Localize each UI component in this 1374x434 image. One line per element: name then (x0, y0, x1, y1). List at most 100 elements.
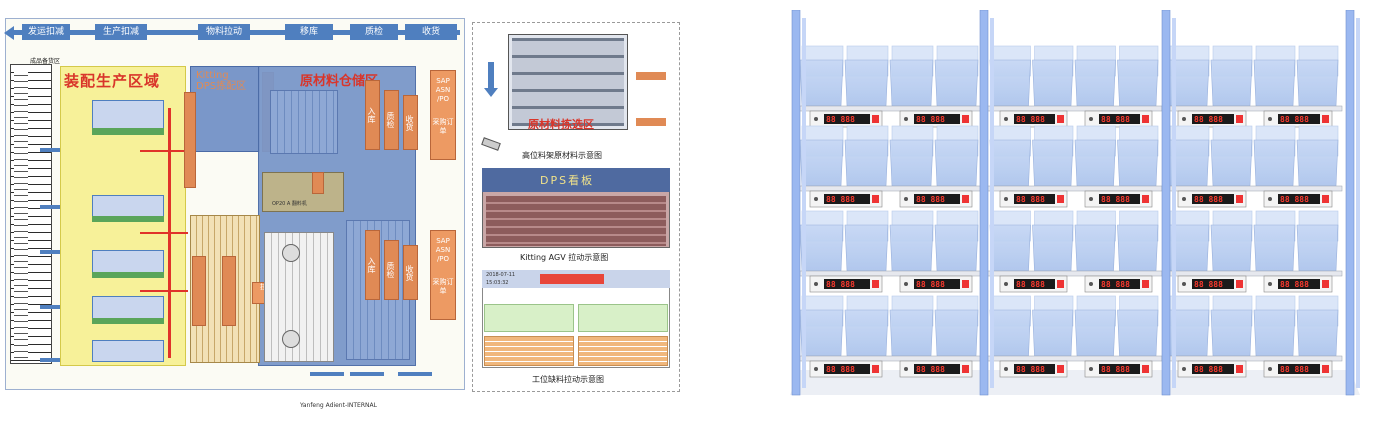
agv-circle-1 (282, 244, 300, 262)
dps-board-header (482, 168, 670, 192)
bin-front (1210, 309, 1253, 357)
display-button (872, 115, 879, 123)
top-button-receive[interactable]: 收货 (405, 24, 457, 40)
display-digits: 88 888 (1280, 280, 1309, 289)
bin-front (844, 59, 889, 107)
assembly-line-5 (92, 340, 164, 362)
pull-path-h2 (140, 232, 188, 234)
rack-upright-inner (802, 18, 806, 388)
bin-front (1253, 224, 1296, 272)
display-button (1236, 365, 1243, 373)
top-button-material-pull[interactable]: 物料拉动 (198, 24, 250, 40)
display-button (1236, 195, 1243, 203)
display-digits: 88 888 (1101, 195, 1130, 204)
rack-caption: 高位料架原材料示意图 (522, 151, 602, 160)
display-screen (1099, 194, 1140, 204)
display-screen (1278, 364, 1320, 374)
display-led (904, 282, 908, 286)
rack-side-box-1 (636, 72, 666, 80)
bin-front (1210, 59, 1253, 107)
bin-front (1117, 309, 1159, 357)
display-button (1142, 280, 1149, 288)
receive-flow-2-qc[interactable]: 质检 (384, 240, 399, 300)
shelf-plate (793, 185, 983, 192)
display-led (1268, 117, 1272, 121)
display-button (1322, 365, 1329, 373)
high-rack-shelves (512, 38, 624, 126)
display-digits: 88 888 (1101, 115, 1130, 124)
display-button (872, 365, 879, 373)
bin-front (1074, 59, 1116, 107)
display-screen (824, 114, 870, 124)
dps-board-rows (486, 196, 666, 246)
assembly-line-3 (92, 250, 164, 276)
display-button (872, 280, 879, 288)
display-digits: 88 888 (1016, 115, 1045, 124)
shelf-plate (1161, 270, 1343, 277)
display-led (1182, 282, 1186, 286)
receive-flow-2-in[interactable]: 入库 (365, 230, 380, 300)
bin-front (799, 309, 844, 357)
receive-flow-1-in[interactable]: 入库 (365, 80, 380, 150)
rack-upright (979, 10, 989, 396)
rack-upright (1345, 10, 1355, 396)
top-button-production[interactable]: 生产扣减 (95, 24, 147, 40)
sap-asn-box-2[interactable]: SAP ASN /PO 采购订单 (430, 230, 456, 320)
bin-front (1253, 59, 1296, 107)
bin-front (1074, 139, 1116, 187)
bin-front (799, 59, 844, 107)
display-screen (1099, 364, 1140, 374)
shelf-plate (793, 105, 983, 112)
display-led (1182, 117, 1186, 121)
display-led (904, 117, 908, 121)
bin-front (1253, 139, 1296, 187)
rack-side-box-2 (636, 118, 666, 126)
po-label-1: 采购订单 (432, 118, 454, 135)
assembly-line-4-green (92, 318, 164, 324)
display-screen (824, 194, 870, 204)
top-button-transfer[interactable]: 移库 (285, 24, 333, 40)
display-screen (914, 364, 960, 374)
display-digits: 88 888 (1280, 195, 1309, 204)
display-led (1004, 197, 1008, 201)
shelf-plate (1161, 185, 1343, 192)
sap-asn-box-1[interactable]: SAP ASN /PO 采购订单 (430, 70, 456, 160)
bin-front (1210, 224, 1253, 272)
bin-front (1210, 139, 1253, 187)
display-screen (1014, 194, 1055, 204)
shelf-plate (793, 355, 983, 362)
bin-front (1032, 224, 1074, 272)
bin-front (844, 224, 889, 272)
display-digits: 88 888 (826, 365, 855, 374)
bin-front (1253, 309, 1296, 357)
raw-picking-label: 原材料拣选区 (528, 118, 594, 131)
display-digits: 88 888 (826, 195, 855, 204)
display-screen (914, 279, 960, 289)
display-button (962, 195, 969, 203)
pull-path-h3 (140, 290, 188, 292)
receive-flow-1-receive[interactable]: 收货 (403, 95, 418, 150)
display-button (872, 195, 879, 203)
kitting-pick-box-2 (222, 256, 236, 326)
display-led (814, 117, 818, 121)
line-board-green-1 (484, 304, 574, 332)
shelf-plate (1161, 355, 1343, 362)
shelf-plate (983, 355, 1163, 362)
top-button-ship[interactable]: 发运扣减 (22, 24, 70, 40)
receive-flow-1-qc[interactable]: 质检 (384, 90, 399, 150)
display-button (1057, 195, 1064, 203)
bin-front (934, 309, 979, 357)
display-digits: 88 888 (916, 115, 945, 124)
side-arrow-4 (40, 305, 62, 309)
raw-storage-grid (270, 90, 338, 154)
receive-flow-2-receive[interactable]: 收货 (403, 245, 418, 300)
side-arrow-1 (40, 148, 62, 152)
display-screen (824, 279, 870, 289)
shelf-plate (793, 270, 983, 277)
rack-upright-inner (990, 18, 994, 388)
top-button-qc[interactable]: 质检 (350, 24, 398, 40)
display-digits: 88 888 (1016, 195, 1045, 204)
assembly-line-2-green (92, 216, 164, 222)
bin-front (934, 59, 979, 107)
down-arrow-icon (488, 62, 494, 88)
